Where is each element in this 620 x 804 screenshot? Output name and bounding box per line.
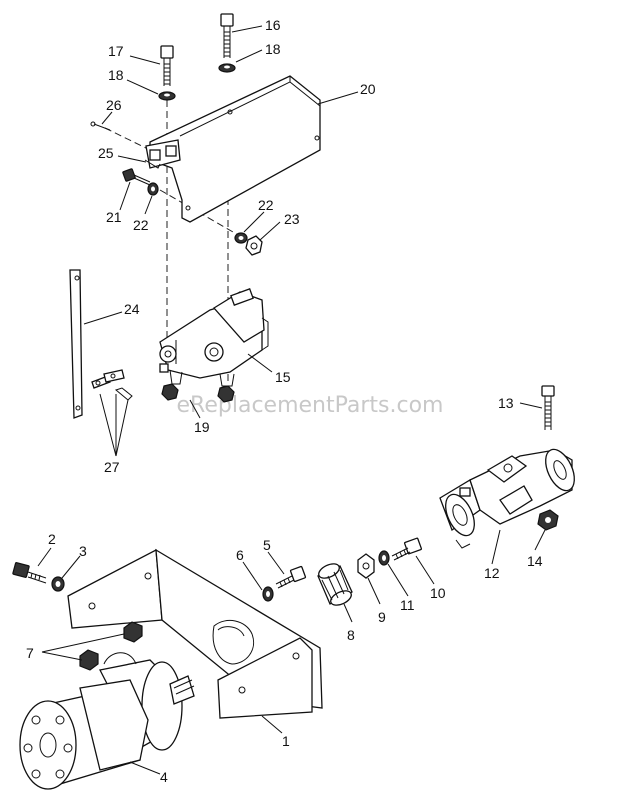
bolt-17 [160, 45, 174, 86]
callout-4: 4 [160, 769, 168, 785]
control-valve-15 [159, 288, 269, 387]
callout-15: 15 [275, 369, 291, 385]
callout-18-right: 18 [265, 41, 281, 57]
washer-3 [51, 576, 65, 592]
callout-9: 9 [378, 609, 386, 625]
callout-1: 1 [282, 733, 290, 749]
callout-22-left: 22 [133, 217, 149, 233]
callout-27: 27 [104, 459, 120, 475]
callout-12: 12 [484, 565, 500, 581]
callout-19: 19 [194, 419, 210, 435]
callout-18-left: 18 [108, 67, 124, 83]
splined-coupler-8 [317, 563, 353, 606]
callout-11: 11 [400, 597, 415, 613]
callout-21: 21 [106, 209, 122, 225]
callout-14: 14 [527, 553, 543, 569]
washer-6 [262, 586, 274, 602]
bolt-10 [391, 537, 422, 561]
watermark-text: eReplacementParts.com [177, 393, 444, 418]
callout-3: 3 [79, 543, 87, 559]
callout-25: 25 [98, 145, 114, 161]
nut-9 [357, 553, 375, 579]
bolt-13 [541, 385, 555, 430]
callout-24: 24 [124, 301, 140, 317]
mounting-bracket-20 [145, 75, 321, 223]
callout-20: 20 [360, 81, 376, 97]
callout-6: 6 [236, 547, 244, 563]
washer-18-left [158, 91, 176, 101]
nut-23 [245, 235, 263, 256]
callout-16: 16 [265, 17, 281, 33]
callout-23: 23 [284, 211, 300, 227]
washer-22-right [234, 232, 248, 244]
callout-2: 2 [48, 531, 56, 547]
callout-8: 8 [347, 627, 355, 643]
callout-26: 26 [106, 97, 122, 113]
hydraulic-motor-4 [19, 652, 195, 790]
pin-26 [90, 121, 111, 131]
bolt-5 [275, 565, 307, 589]
callout-17: 17 [108, 43, 124, 59]
callout-13: 13 [498, 395, 514, 411]
coupler-12 [439, 448, 575, 549]
bolt-16 [220, 13, 234, 58]
clips-27 [91, 369, 133, 401]
washer-22-left [147, 182, 159, 196]
nuts-19 [161, 383, 235, 403]
callout-10: 10 [430, 585, 446, 601]
callout-22-right: 22 [258, 197, 274, 213]
leader-lines [37, 25, 546, 775]
callout-5: 5 [263, 537, 271, 553]
control-rod-24 [69, 269, 83, 419]
nut-14 [537, 509, 559, 531]
bolt-2 [12, 562, 47, 584]
washer-11 [378, 550, 390, 566]
callout-7: 7 [26, 645, 34, 661]
nuts-7 [79, 621, 143, 671]
callout-labels: 16 17 18 18 20 26 25 21 22 22 23 24 15 1… [26, 17, 543, 785]
washer-18-right [218, 63, 236, 73]
motor-mount-bracket-1 [67, 548, 323, 719]
clip-25 [144, 159, 161, 169]
screw-21 [122, 168, 151, 186]
